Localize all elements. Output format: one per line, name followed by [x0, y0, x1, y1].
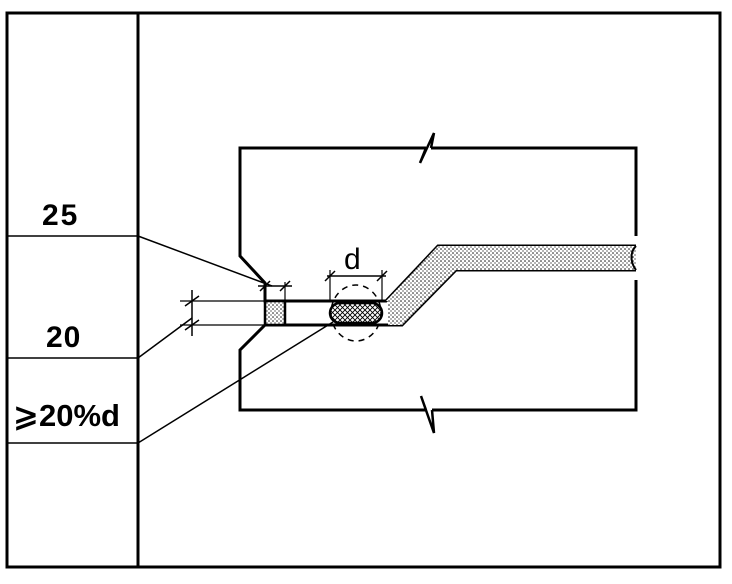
upper-break-mark	[418, 132, 436, 164]
lower-break-mark	[419, 395, 436, 434]
joint-filler	[386, 246, 636, 325]
leader-min	[137, 321, 334, 444]
filler-break-edge	[630, 245, 637, 271]
label-d: d	[344, 243, 361, 276]
label-min-depth: ⩾20%d	[13, 398, 120, 433]
lower-panel-outline	[238, 268, 638, 412]
leader-20	[137, 317, 193, 359]
label-25: 25	[42, 199, 80, 232]
dim-d-ticks	[324, 270, 388, 282]
leader-25	[137, 235, 273, 287]
backer-rod	[328, 301, 384, 325]
label-20: 20	[46, 321, 82, 354]
backer-rod-detail-circle	[330, 284, 382, 342]
sealant-plug	[263, 299, 287, 327]
dim-20-ticks	[184, 295, 200, 331]
outer-frame	[5, 11, 722, 569]
